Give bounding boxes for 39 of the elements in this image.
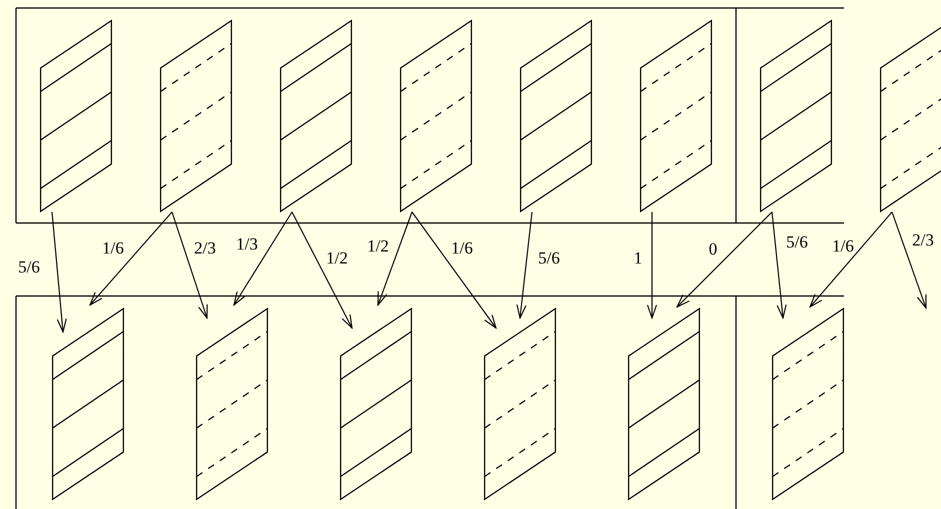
dashed-parallelogram bbox=[400, 20, 472, 212]
edge-label: 1/3 bbox=[235, 236, 259, 252]
striped-parallelogram bbox=[40, 20, 112, 212]
dashed-parallelogram bbox=[484, 308, 556, 500]
striped-parallelogram bbox=[52, 308, 124, 500]
striped-parallelogram bbox=[280, 20, 352, 212]
edge-label: 1 bbox=[632, 250, 644, 266]
edge-label: 1/2 bbox=[366, 238, 390, 254]
striped-parallelogram bbox=[628, 308, 700, 500]
arrow bbox=[292, 212, 353, 329]
edge-label: 1/2 bbox=[325, 250, 349, 266]
dashed-parallelogram bbox=[196, 308, 268, 500]
striped-parallelogram bbox=[520, 20, 592, 212]
edge-label: 0 bbox=[708, 240, 718, 258]
arrow bbox=[233, 212, 292, 306]
arrow bbox=[771, 212, 787, 319]
arrow bbox=[891, 212, 927, 309]
arrow bbox=[646, 212, 658, 319]
edge-label: 5/6 bbox=[785, 234, 809, 250]
arrow bbox=[377, 212, 413, 306]
arrow bbox=[676, 212, 772, 308]
arrow bbox=[51, 212, 67, 333]
striped-parallelogram bbox=[340, 308, 412, 500]
arrow bbox=[516, 212, 533, 319]
edge-label: 1/6 bbox=[101, 240, 125, 256]
dashed-parallelogram bbox=[160, 20, 232, 212]
edge-label: 2/3 bbox=[193, 240, 217, 256]
arrow bbox=[89, 212, 172, 306]
dashed-parallelogram bbox=[772, 308, 844, 500]
striped-parallelogram bbox=[760, 20, 832, 212]
arrow bbox=[171, 212, 208, 319]
edge-label: 5/6 bbox=[17, 258, 41, 276]
edge-label: 1/6 bbox=[450, 240, 474, 256]
arrow bbox=[809, 212, 892, 308]
dashed-parallelogram bbox=[640, 20, 712, 212]
edge-label: 5/6 bbox=[537, 250, 561, 266]
edge-label: 1/6 bbox=[831, 238, 855, 254]
arrow bbox=[412, 212, 497, 329]
edge-label: 2/3 bbox=[911, 232, 935, 248]
